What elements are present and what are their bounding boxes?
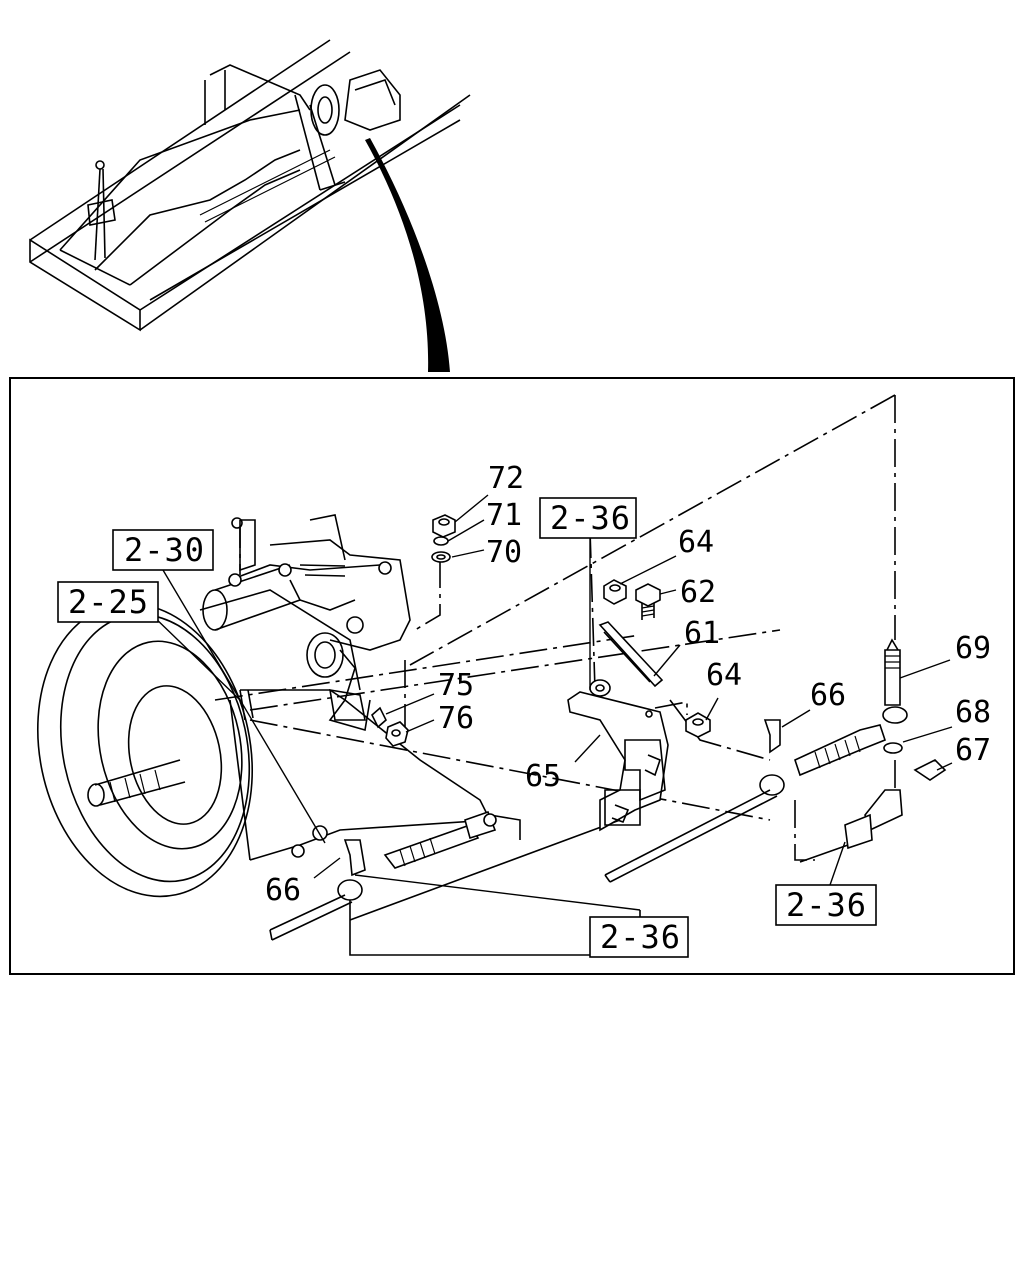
ref-box-2-36-right: 2-36 [775, 884, 877, 926]
ref-label-2-36-right: 2-36 [786, 886, 867, 924]
detail-pointer [365, 138, 450, 372]
part-label-61: 61 [684, 616, 720, 651]
shift-linkage-hardware [431, 514, 456, 563]
part-label-70: 70 [486, 535, 522, 570]
ref-box-2-36-bottom: 2-36 [589, 916, 689, 958]
part-label-66-right: 66 [810, 678, 846, 713]
transmission-assembly [36, 514, 492, 898]
ref-box-2-36-top: 2-36 [539, 497, 637, 539]
part-label-72: 72 [488, 461, 524, 496]
part-label-62: 62 [680, 575, 716, 610]
ref-box-2-25: 2-25 [57, 581, 159, 623]
part-label-64-lower: 64 [706, 658, 742, 693]
cable-bracket-assembly [567, 579, 711, 832]
ref-label-2-25: 2-25 [68, 583, 149, 621]
part-label-76: 76 [438, 701, 474, 736]
part-label-71: 71 [486, 498, 522, 533]
part-label-68: 68 [955, 695, 991, 730]
part-label-69: 69 [955, 631, 991, 666]
ref-box-2-30: 2-30 [112, 529, 214, 571]
part-label-67: 67 [955, 733, 991, 768]
right-cable-assembly [604, 638, 947, 883]
part-label-65: 65 [525, 759, 561, 794]
left-cable-assembly [269, 810, 521, 941]
part-label-75: 75 [438, 668, 474, 703]
part-label-66-left: 66 [265, 873, 301, 908]
detail-frame [9, 377, 1015, 975]
vehicle-overview [29, 39, 471, 332]
ref-label-2-36-bottom: 2-36 [600, 918, 681, 956]
ref-label-2-36-top: 2-36 [550, 499, 631, 537]
part-label-64-top: 64 [678, 525, 714, 560]
ref-label-2-30: 2-30 [124, 531, 205, 569]
clip-nut-hardware [371, 706, 409, 747]
